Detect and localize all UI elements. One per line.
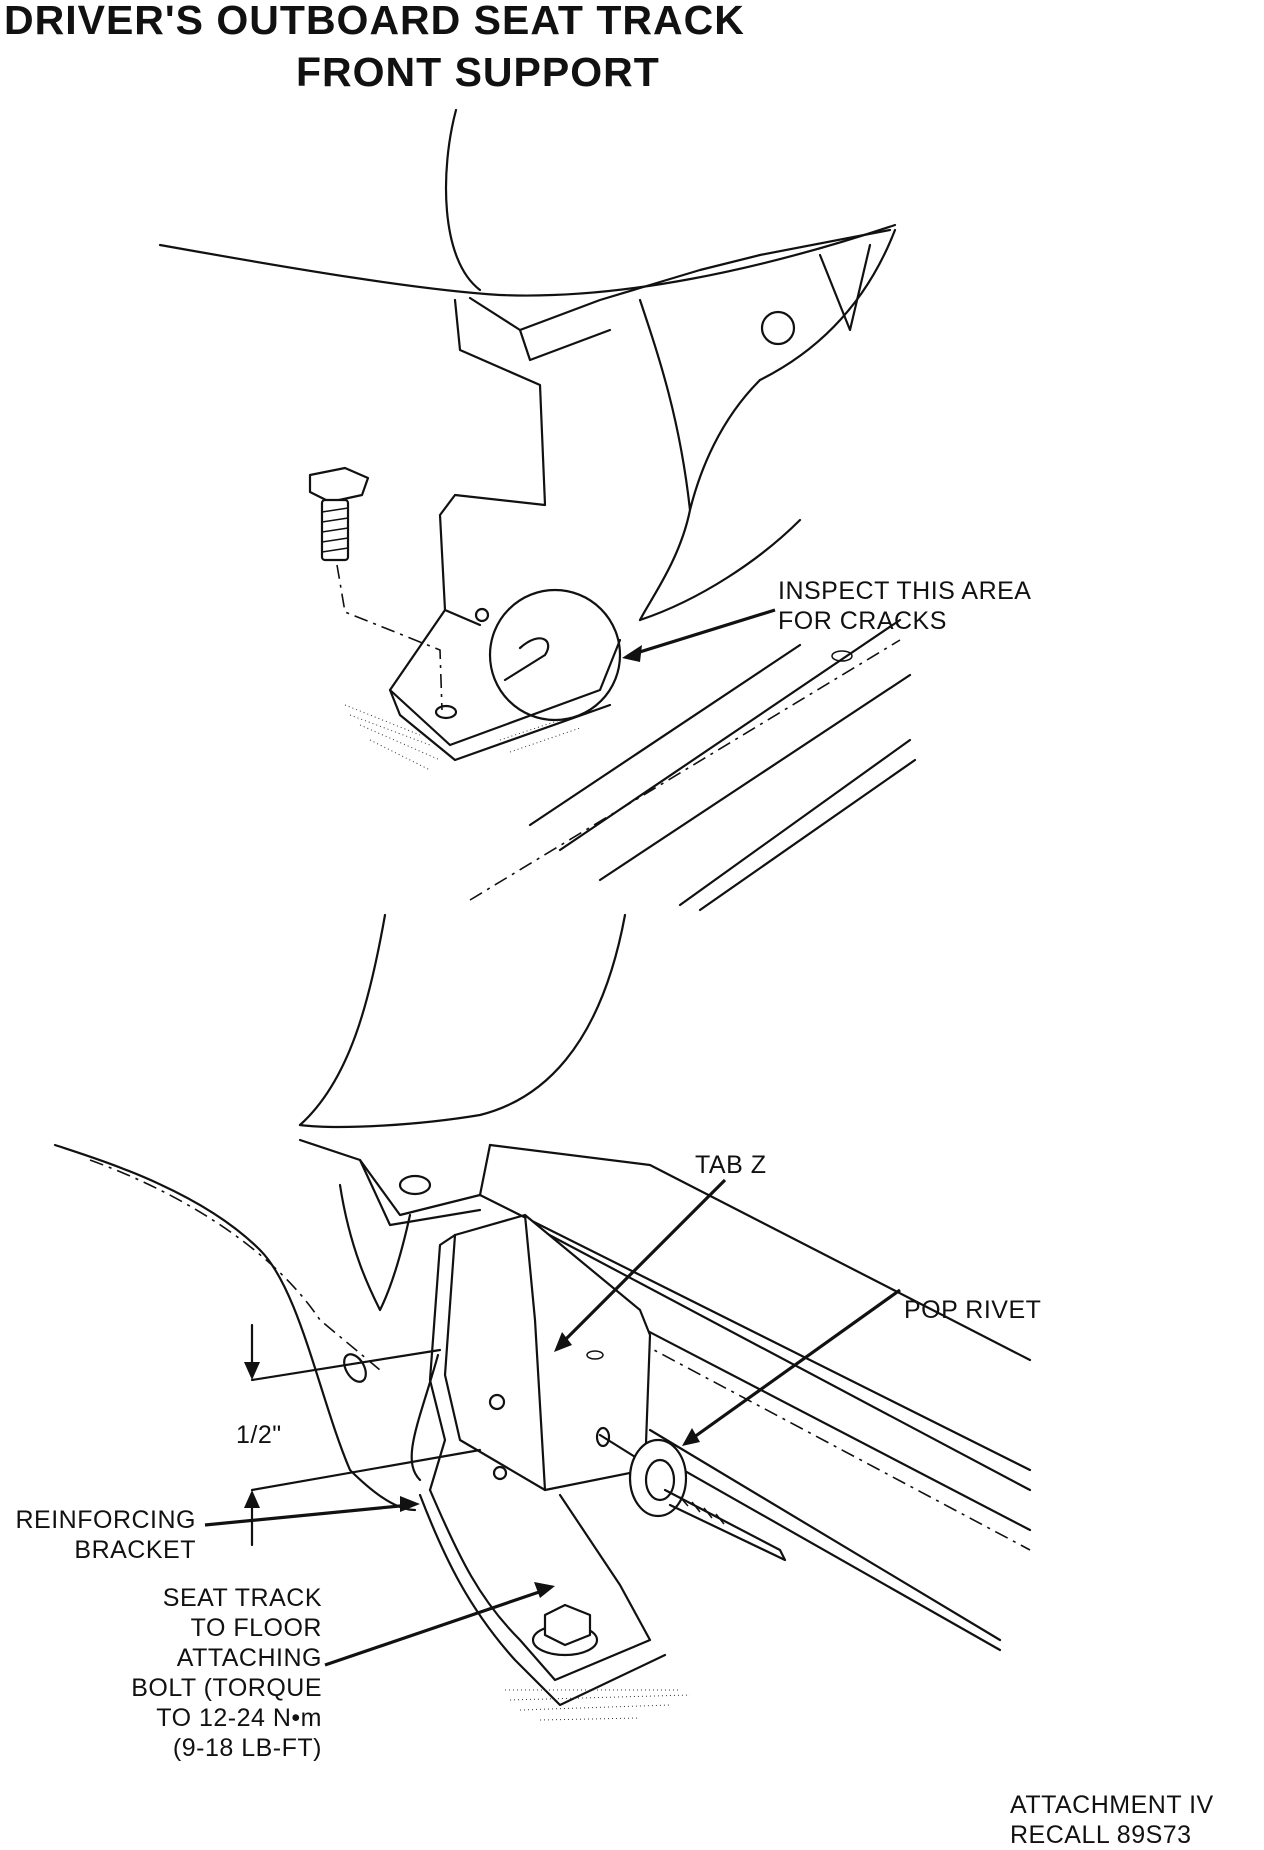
seat-track-bolt-line-5: TO 12-24 N•m (156, 1704, 322, 1732)
tab-z-label: TAB Z (695, 1151, 767, 1179)
reinforcing-bracket-label: REINFORCING BRACKET (0, 1505, 196, 1565)
seat-track-bolt-line-3: ATTACHING (176, 1644, 322, 1672)
bottom-view (53, 913, 1032, 1721)
seat-track-bolt-line-2: TO FLOOR (190, 1614, 322, 1642)
dimension-label: 1/2" (236, 1421, 282, 1449)
seat-track-bolt-label: SEAT TRACK TO FLOOR ATTACHING BOLT (TORQ… (100, 1583, 322, 1763)
bolt-icon (308, 466, 370, 562)
inspect-label: INSPECT THIS AREA FOR CRACKS (778, 576, 1031, 636)
attachment-label-line-1: ATTACHMENT IV (1010, 1791, 1214, 1819)
attachment-label-line-2: RECALL 89S73 (1010, 1821, 1192, 1849)
pop-rivet-leader (689, 1288, 901, 1442)
pop-rivet-icon (595, 1426, 787, 1562)
attachment-label: ATTACHMENT IV RECALL 89S73 (1010, 1790, 1214, 1850)
bracket-leader (204, 1503, 411, 1527)
top-view (158, 108, 917, 912)
pop-rivet-label: POP RIVET (904, 1296, 1042, 1324)
tab-z-leader (558, 1178, 727, 1347)
inspect-label-line-1: INSPECT THIS AREA (778, 577, 1032, 605)
seat-track-bolt-line-1: SEAT TRACK (162, 1584, 322, 1612)
seat-track-bolt-line-4: BOLT (TORQUE (131, 1674, 322, 1702)
inspect-leader (629, 608, 776, 657)
seat-track-bolt-line-6: (9-18 LB-FT) (172, 1734, 322, 1762)
diagram-title-line-2: FRONT SUPPORT (296, 49, 660, 95)
diagram-title-line-1: DRIVER'S OUTBOARD SEAT TRACK (4, 0, 745, 43)
reinforcing-bracket-line-1: REINFORCING (15, 1506, 196, 1534)
reinforcing-bracket-line-2: BRACKET (74, 1536, 196, 1564)
bolt-leader (324, 1588, 546, 1667)
inspect-label-line-2: FOR CRACKS (778, 607, 947, 635)
